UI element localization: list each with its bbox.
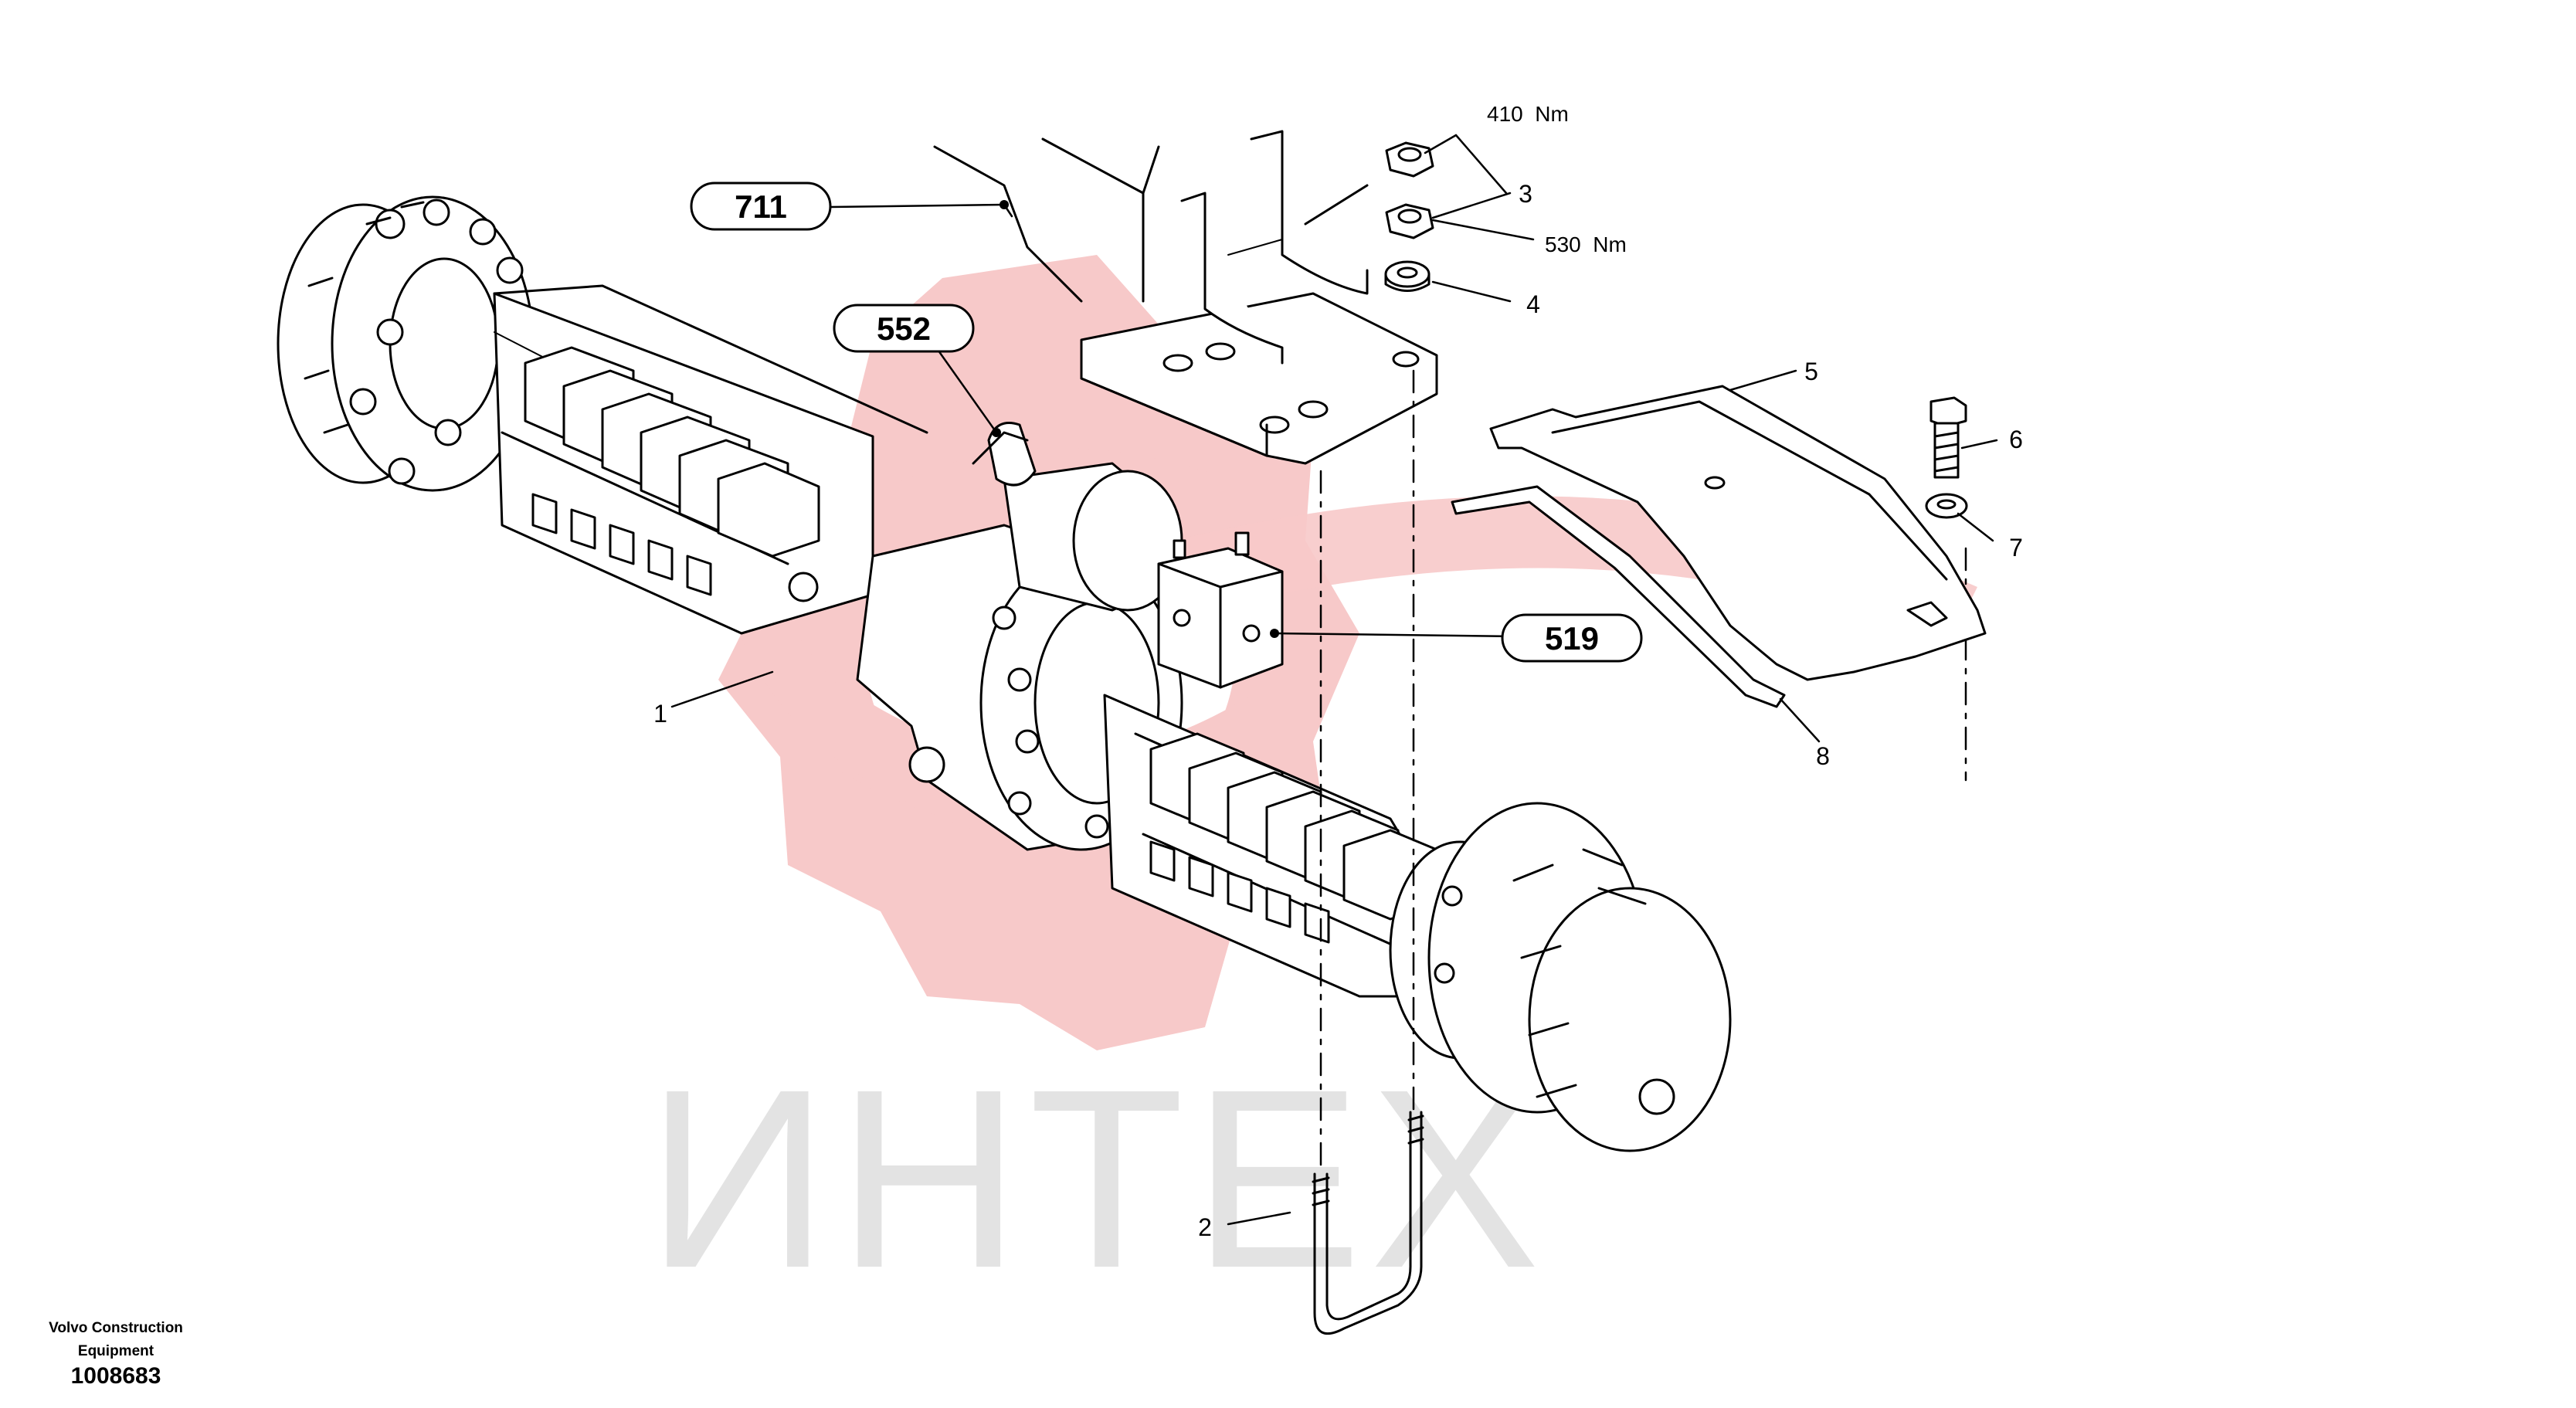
title-block: Volvo Construction Equipment 1008683 <box>23 1317 209 1389</box>
svg-text:711: 711 <box>735 188 787 225</box>
leader-dots <box>992 200 1279 638</box>
part-label-5: 5 <box>1804 358 1818 385</box>
svg-text:552: 552 <box>877 310 931 347</box>
pinion-flange <box>972 422 1183 612</box>
callout-519[interactable]: 519 <box>1501 613 1643 663</box>
spring-washer <box>1925 493 1968 519</box>
guard-plate <box>1489 385 1987 681</box>
callout-711[interactable]: 711 <box>690 182 832 231</box>
mounting-bracket <box>933 130 1438 465</box>
company-name-line2: Equipment <box>77 1343 154 1359</box>
left-axle-housing <box>493 284 928 635</box>
svg-text:519: 519 <box>1545 620 1599 657</box>
part-label-7: 7 <box>2009 534 2023 562</box>
u-bolt <box>1312 1111 1424 1335</box>
torque-label-upper: 410 Nm <box>1487 102 1569 126</box>
part-label-1: 1 <box>653 700 667 728</box>
valve-block <box>1157 531 1284 689</box>
drawing-number: 1008683 <box>70 1363 161 1389</box>
nut-lower <box>1385 203 1434 239</box>
company-name-line1: Volvo Construction <box>49 1320 183 1336</box>
part-label-2: 2 <box>1198 1213 1212 1241</box>
part-label-4: 4 <box>1526 290 1540 318</box>
left-wheel-hub <box>277 195 535 492</box>
bolt <box>1929 396 1967 479</box>
torque-label-lower: 530 Nm <box>1545 232 1627 256</box>
support-bar <box>1451 485 1786 708</box>
callout-552[interactable]: 552 <box>833 304 975 353</box>
part-label-6: 6 <box>2009 426 2023 453</box>
right-wheel-hub <box>1389 802 1732 1152</box>
nut-upper <box>1385 141 1434 178</box>
right-axle-housing <box>1103 694 1438 998</box>
washer <box>1384 260 1431 292</box>
part-label-3: 3 <box>1519 180 1532 208</box>
watermark-text: ИНТЕХ <box>646 1036 1547 1321</box>
assembly-centerlines <box>1319 369 1967 1176</box>
leader-lines <box>670 134 1998 1226</box>
part-label-8: 8 <box>1816 742 1830 770</box>
